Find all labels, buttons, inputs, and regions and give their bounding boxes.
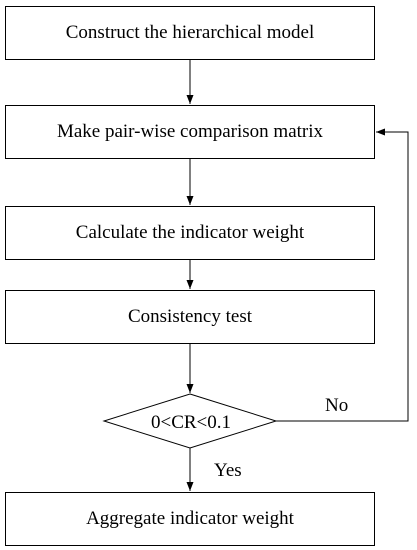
step-consistency-test: Consistency test	[5, 290, 375, 344]
step-comparison-matrix: Make pair-wise comparison matrix	[5, 105, 375, 159]
step-calculate-weight-label: Calculate the indicator weight	[75, 222, 305, 243]
branch-yes-label: Yes	[214, 460, 242, 481]
arrow-no-loop-back	[276, 128, 409, 422]
step-consistency-test-label: Consistency test	[127, 306, 253, 327]
step-calculate-weight: Calculate the indicator weight	[5, 206, 375, 260]
step-construct-model: Construct the hierarchical model	[5, 6, 375, 60]
step-construct-model-label: Construct the hierarchical model	[65, 22, 315, 43]
branch-no-label: No	[325, 395, 349, 416]
step-aggregate-weight: Aggregate indicator weight	[5, 492, 375, 546]
step-aggregate-weight-label: Aggregate indicator weight	[86, 508, 294, 529]
decision-label: 0<CR<0.1	[150, 412, 232, 433]
step-comparison-matrix-label: Make pair-wise comparison matrix	[56, 121, 324, 142]
